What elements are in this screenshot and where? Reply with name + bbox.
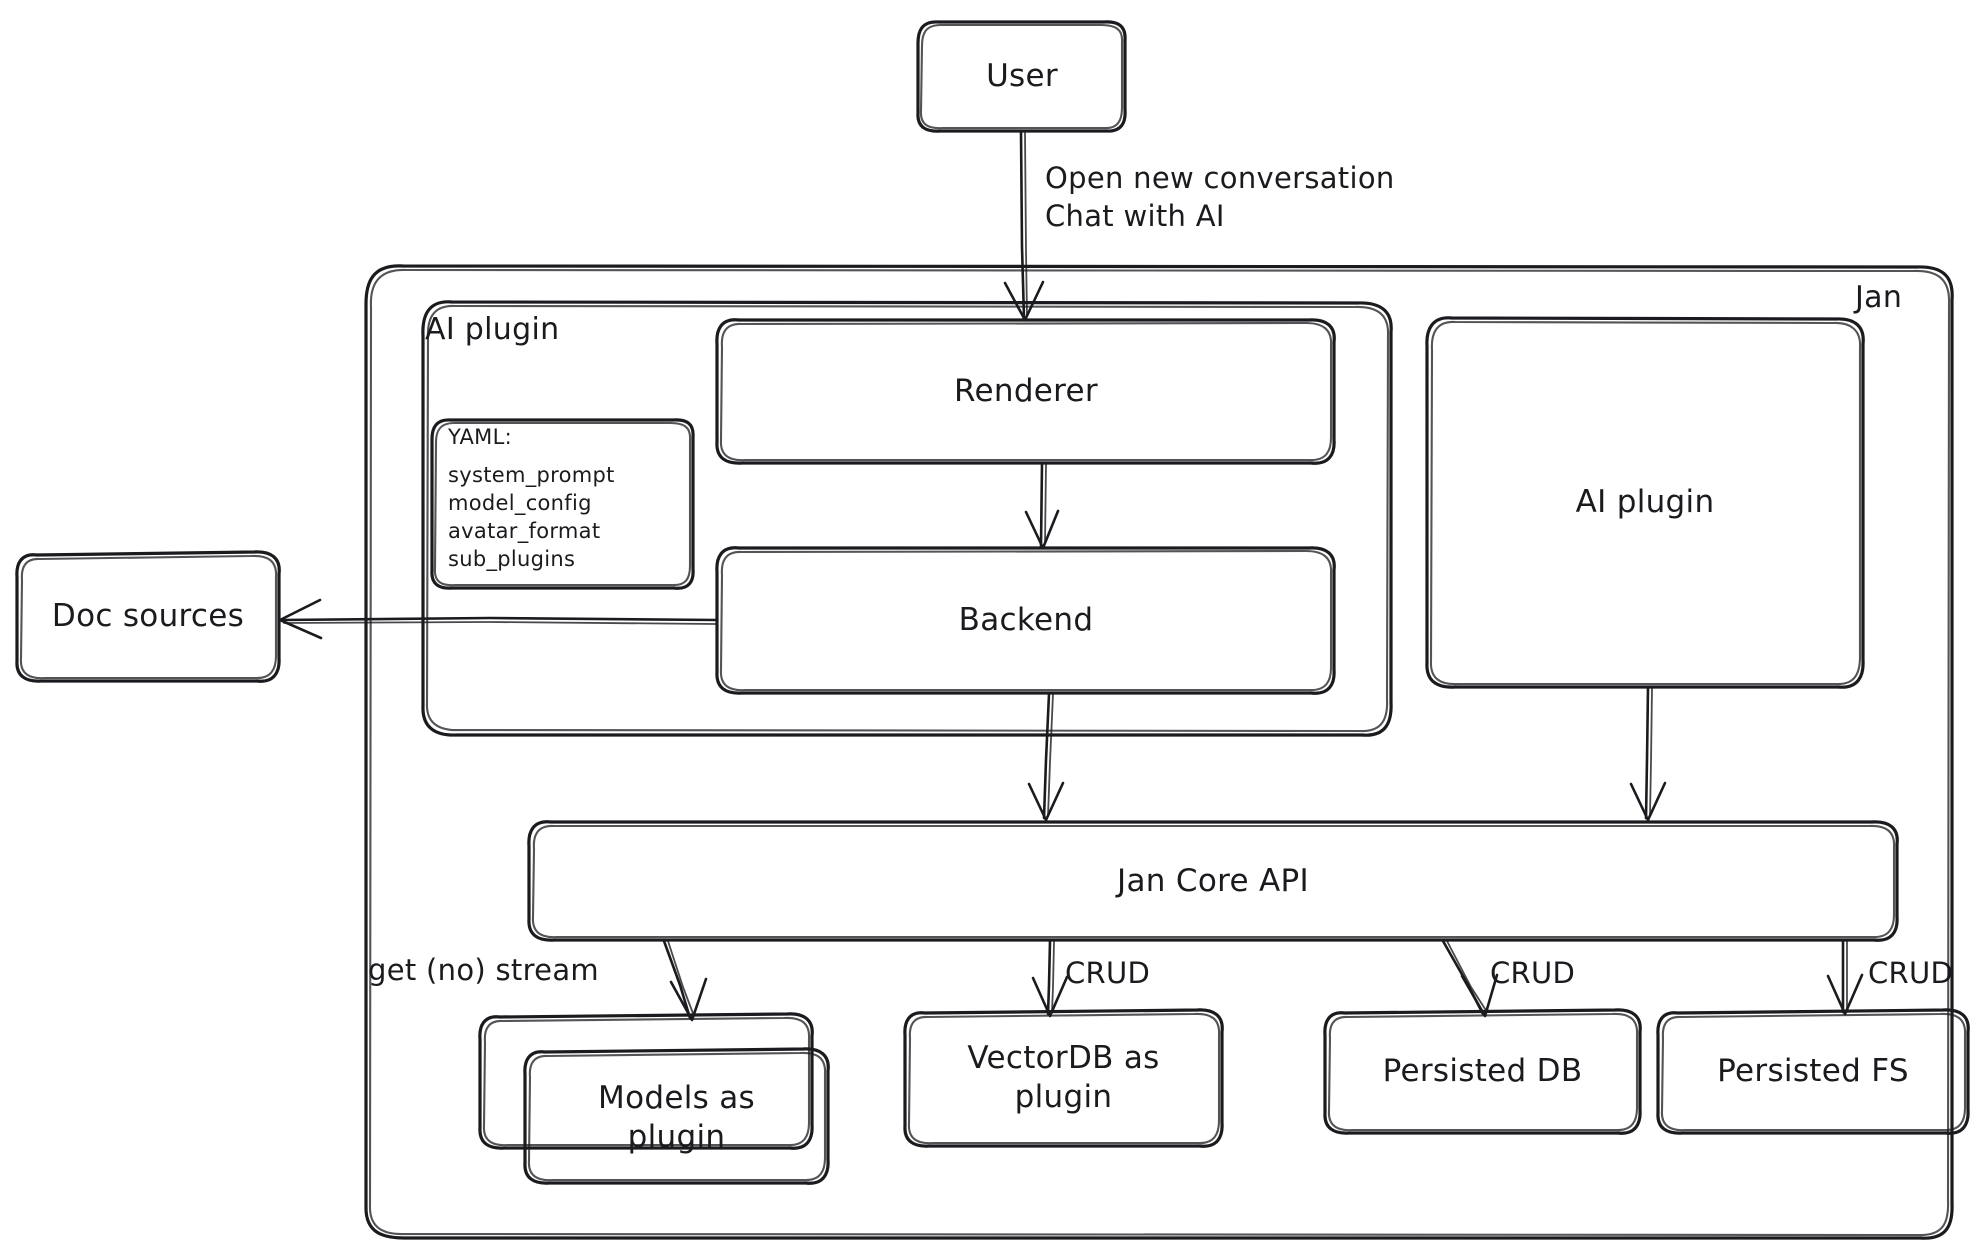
- node-backend-outline: [715, 546, 1336, 695]
- node-label-yaml-key-3: avatar_format: [448, 518, 601, 543]
- node-persisted-db[interactable]: Persisted DB: [1325, 1011, 1640, 1133]
- edge-renderer-to-backend: [1024, 462, 1060, 550]
- edge-user-to-renderer: [1003, 130, 1045, 322]
- edge-label-crud-persisted-fs: CRUD: [1868, 956, 1954, 990]
- edge-jan-core-api-to-persisted-db: [1441, 939, 1499, 1018]
- node-models-as-plugin-outer-outline: [478, 1012, 814, 1150]
- edge-jan-core-api-to-vectordb: [1031, 939, 1069, 1018]
- node-doc-sources[interactable]: Doc sources: [17, 552, 279, 682]
- node-vectordb-as-plugin[interactable]: VectorDB as plugin: [905, 1010, 1222, 1146]
- node-label-yaml-key-4: sub_plugins: [448, 546, 576, 571]
- edge-ai-plugin-to-jan-core-api: [1629, 686, 1667, 822]
- node-label-ai-plugin: AI plugin: [1575, 484, 1715, 521]
- node-ai-plugin-outline: [1425, 316, 1865, 689]
- node-label-persisted-db: Persisted DB: [1382, 1053, 1583, 1090]
- edge-label-user-to-renderer: Open new conversation Chat with AI: [1045, 160, 1395, 235]
- node-label-persisted-fs: Persisted FS: [1717, 1053, 1909, 1090]
- node-yaml-outline: [430, 418, 695, 590]
- node-models-as-plugin[interactable]: Models as plugin: [525, 1052, 828, 1184]
- node-renderer[interactable]: Renderer: [717, 320, 1335, 464]
- edge-label-crud-vectordb: CRUD: [1065, 956, 1151, 990]
- container-label-jan: Jan: [1855, 280, 1903, 315]
- node-persisted-db-outline: [1323, 1008, 1642, 1135]
- node-doc-sources-outline: [15, 550, 281, 683]
- node-jan-core-api[interactable]: Jan Core API: [529, 822, 1897, 941]
- node-label-renderer: Renderer: [954, 373, 1098, 410]
- node-label-yaml-key-2: model_config: [448, 490, 592, 515]
- node-user-outline: [916, 20, 1127, 133]
- node-user[interactable]: User: [918, 22, 1126, 132]
- node-label-jan-core-api: Jan Core API: [1117, 862, 1309, 899]
- edge-label-get-no-stream: get (no) stream: [368, 953, 599, 987]
- node-backend[interactable]: Backend: [717, 548, 1335, 694]
- edge-backend-to-jan-core-api: [1027, 692, 1065, 822]
- edge-jan-core-api-to-models: [662, 939, 708, 1022]
- edge-label-crud-persisted-db: CRUD: [1490, 956, 1576, 990]
- node-label-backend: Backend: [958, 602, 1094, 639]
- node-label-yaml-key-1: system_prompt: [448, 462, 615, 487]
- edge-jan-core-api-to-persisted-fs: [1826, 939, 1864, 1016]
- node-jan-core-api-outline: [527, 820, 1899, 942]
- node-label-doc-sources: Doc sources: [51, 598, 245, 635]
- node-label-yaml-key-0: YAML:: [448, 425, 512, 449]
- node-label-user: User: [986, 58, 1058, 95]
- node-vectordb-as-plugin-outline: [903, 1008, 1224, 1148]
- node-persisted-fs[interactable]: Persisted FS: [1658, 1011, 1968, 1133]
- node-renderer-outline: [715, 318, 1336, 465]
- edge-label-line-2: Chat with AI: [1045, 198, 1225, 233]
- node-yaml[interactable]: YAML: system_prompt model_config avatar_…: [448, 424, 688, 574]
- edge-label-line-1: Open new conversation: [1045, 161, 1395, 195]
- node-ai-plugin[interactable]: AI plugin: [1427, 318, 1863, 688]
- container-ai-plugin-group-outline: [421, 300, 1393, 737]
- container-label-ai-plugin-group: AI plugin: [425, 312, 560, 347]
- node-models-as-plugin-outline: [523, 1047, 830, 1185]
- edge-backend-to-doc-sources: [278, 598, 718, 640]
- node-label-models-as-plugin: Models as plugin: [598, 1079, 755, 1155]
- container-jan-outline: [364, 264, 1954, 1240]
- node-label-vectordb-as-plugin: VectorDB as plugin: [967, 1039, 1160, 1115]
- node-persisted-fs-outline: [1656, 1008, 1970, 1135]
